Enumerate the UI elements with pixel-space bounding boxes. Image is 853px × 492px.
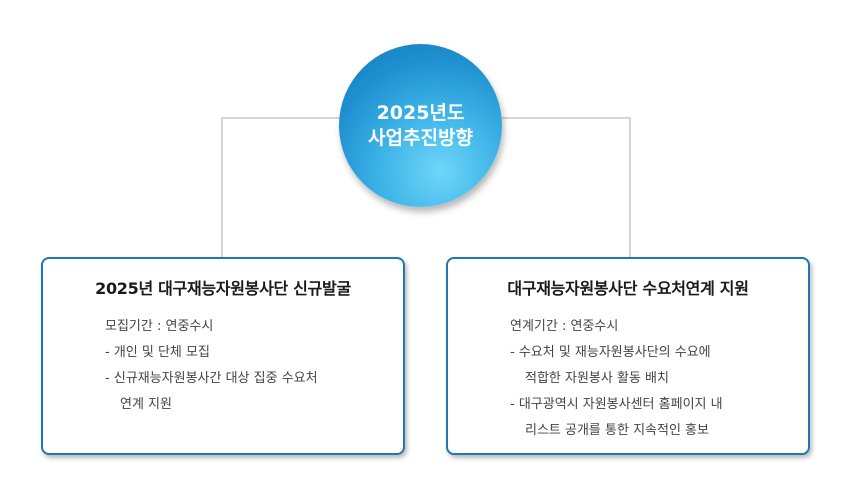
new-recruitment-list: 모집기간 : 연중수시 - 개인 및 단체 모집 - 신규재능자원봉사간 대상 … <box>105 314 318 418</box>
central-topic-circle: 2025년도 사업추진방향 <box>339 44 502 207</box>
connector-right <box>502 117 631 257</box>
list-item: 적합한 자원봉사 활동 배치 <box>525 371 669 386</box>
list-item: 모집기간 : 연중수시 <box>105 319 214 334</box>
list-item: 리스트 공개를 통한 지속적인 홍보 <box>525 423 709 438</box>
list-item: - 신규재능자원봉사간 대상 집중 수요처 <box>105 371 318 386</box>
new-recruitment-card: 2025년 대구재능자원봉사단 신규발굴 모집기간 : 연중수시 - 개인 및 … <box>41 257 405 455</box>
new-recruitment-title: 2025년 대구재능자원봉사단 신규발굴 <box>95 279 351 298</box>
list-item: 연계 지원 <box>120 397 172 412</box>
list-item: - 대구광역시 자원봉사센터 홈페이지 내 <box>510 397 723 412</box>
list-item: - 개인 및 단체 모집 <box>105 345 210 360</box>
demand-linkage-card: 대구재능자원봉사단 수요처연계 지원 연계기간 : 연중수시 - 수요처 및 재… <box>446 257 810 455</box>
demand-linkage-list: 연계기간 : 연중수시 - 수요처 및 재능자원봉사단의 수요에 적합한 자원봉… <box>510 314 723 444</box>
central-topic-title: 사업추진방향 <box>368 126 473 149</box>
central-topic-year: 2025년도 <box>376 101 465 124</box>
list-item: 연계기간 : 연중수시 <box>510 319 619 334</box>
demand-linkage-title: 대구재능자원봉사단 수요처연계 지원 <box>507 279 749 298</box>
connector-left <box>221 117 339 257</box>
list-item: - 수요처 및 재능자원봉사단의 수요에 <box>510 345 711 360</box>
